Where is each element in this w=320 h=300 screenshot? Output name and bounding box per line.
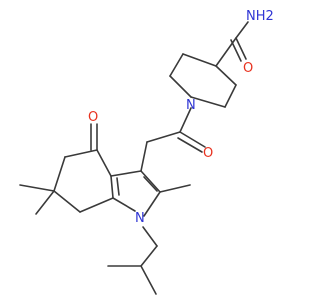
bond-ch-methyl-a [140,265,157,295]
bond-c3-c2-double [143,176,158,192]
bond-carbonyl-o [179,131,206,148]
bond-c6-methyl-a [19,184,55,192]
bond-ch2-c3 [140,141,148,172]
atom-label-linker-o: O [203,146,213,161]
bond-pip-n-c6 [190,96,226,108]
molecule-canvas: NH2 O N O O N [19,9,274,295]
bond-n1-ch2 [142,226,158,247]
atom-label-amide-o: O [243,61,253,76]
bond-carbonyl-ch2 [146,131,181,143]
bond-carbonyl-o-2 [177,137,203,153]
bond-n-carbonyl [179,107,192,133]
bond-c6-c7 [53,190,81,213]
bond-c7-c7a [79,197,114,213]
bond-n1-c7a [112,197,136,212]
bond-pip-c6-c5 [224,84,237,108]
bond-c6-methyl-b [35,190,55,215]
atom-label-amide-nh2: NH2 [246,9,274,24]
bond-c3-c2 [140,170,161,193]
bond-c4-amide [215,37,237,67]
bond-c2-methyl [159,184,191,193]
bond-pip-c3-c2 [169,53,184,77]
bond-c2-n1 [143,191,161,217]
bond-ch2-ch [140,245,158,267]
atom-label-ketone-o: O [88,110,98,125]
bond-pip-c2-n [169,75,192,98]
bond-amide-c-n [235,21,249,39]
atom-label-piperidine-n: N [186,98,196,113]
bond-c7a-c3a-double [116,177,120,196]
bond-c5-c6 [53,156,66,192]
bond-c7a-c3a [110,175,114,199]
bond-c3a-c4 [96,149,112,177]
bond-pip-c5-c4 [215,65,237,86]
bond-c4-c5 [64,149,98,158]
bond-amide-c-o [235,37,247,60]
molecule-structure: NH2 O N O O N [19,9,274,295]
bond-pip-c4-c3 [182,53,217,67]
atom-label-indole-n: N [135,211,145,226]
bond-c3a-c3 [110,170,142,177]
